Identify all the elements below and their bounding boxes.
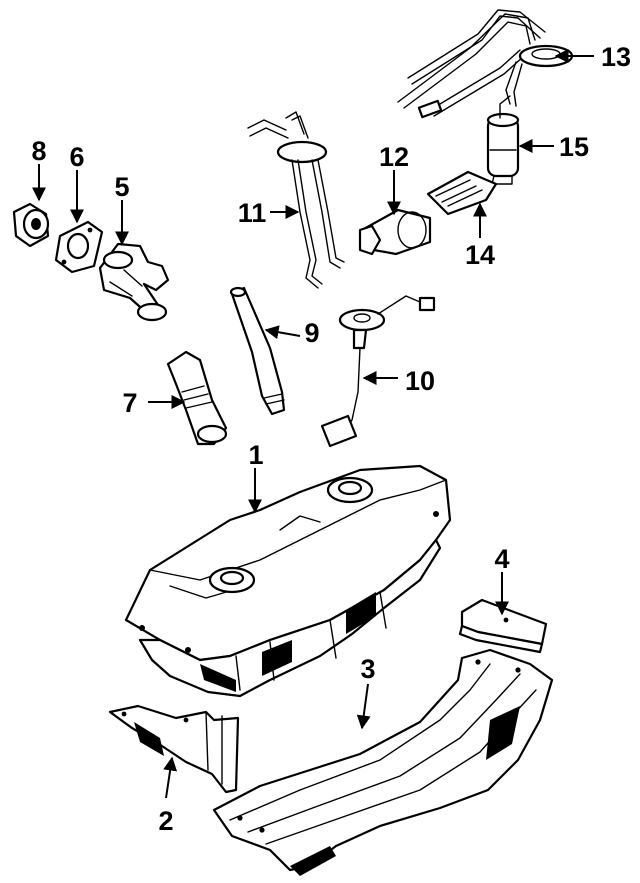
callout-1: 1: [248, 440, 263, 470]
callout-5: 5: [114, 172, 129, 202]
part-12-pump-bracket: [358, 208, 432, 256]
leader-2: [163, 756, 178, 799]
callout-labels: 1 2 3 4 5 6 7 8 9 10 11 12 13 14 15: [31, 42, 631, 836]
part-3-skid-plate: [212, 648, 554, 876]
part-4-bracket: [458, 598, 548, 654]
callout-9: 9: [304, 318, 319, 348]
callout-13: 13: [601, 42, 631, 72]
callout-15: 15: [559, 132, 589, 162]
callout-11: 11: [238, 198, 267, 228]
part-9-breather-hose: [229, 286, 286, 416]
callout-10: 10: [405, 366, 435, 396]
part-8-fuel-cap: [12, 202, 50, 248]
callout-6: 6: [69, 142, 84, 172]
callout-2: 2: [158, 806, 173, 836]
callout-12: 12: [379, 142, 409, 172]
leader-lines: [32, 49, 594, 799]
callout-8: 8: [31, 136, 46, 166]
callout-3: 3: [360, 654, 375, 684]
part-5-filler-neck: [98, 242, 170, 322]
part-10-fuel-gauge-sender: [320, 295, 436, 448]
part-7-filler-hose: [166, 350, 228, 446]
part-14-fuel-strainer: [426, 170, 498, 216]
part-6-filler-gasket: [54, 220, 104, 274]
leader-9: [264, 325, 301, 340]
part-13-fuel-sender-tubes: [397, 9, 574, 119]
callout-7: 7: [122, 388, 137, 418]
part-15-fuel-pump: [486, 95, 520, 185]
part-11-sender-tube: [247, 111, 345, 289]
part-2-tank-guard: [108, 704, 240, 794]
callout-4: 4: [494, 544, 509, 574]
part-1-fuel-tank: [124, 464, 452, 698]
callout-14: 14: [465, 240, 495, 270]
leader-3: [356, 683, 371, 730]
